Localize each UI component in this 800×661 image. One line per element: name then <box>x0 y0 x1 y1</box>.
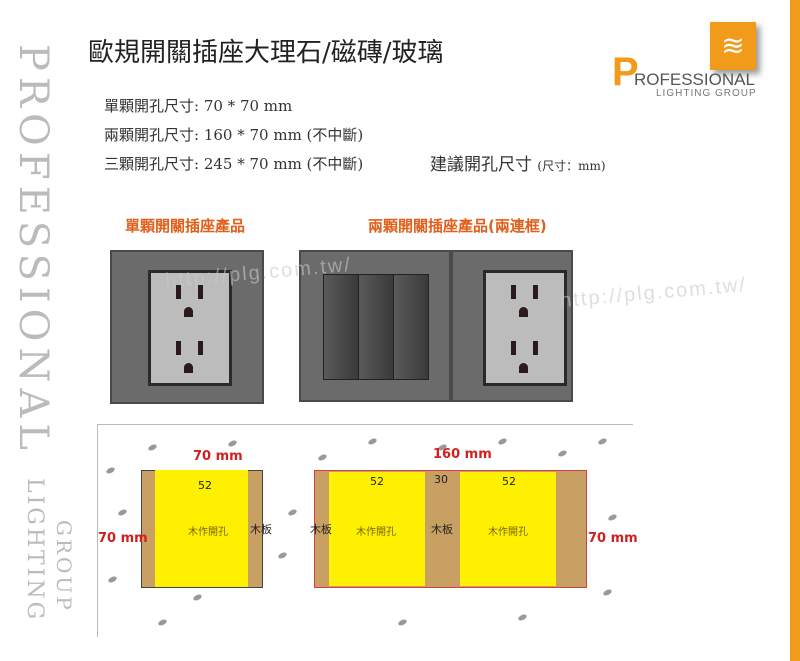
rocker-switch <box>323 274 359 380</box>
double-board-mid-label: 木板 <box>431 523 453 536</box>
spec-triple: 三顆開孔尺寸: 245 * 70 mm (不中斷) <box>104 155 364 173</box>
double-cutout-right <box>460 472 556 586</box>
double-inner-left-label: 52 <box>370 475 384 488</box>
double-board-left-label: 木板 <box>310 523 332 536</box>
logo-text: ROFESSIONAL <box>634 70 755 89</box>
page-title: 歐規開關插座大理石/磁磚/玻璃 <box>88 38 444 68</box>
double-gap-label: 30 <box>434 473 448 486</box>
suggest-unit: (尺寸：mm) <box>537 159 606 173</box>
suggest-heading: 建議開孔尺寸 (尺寸：mm) <box>430 150 606 175</box>
single-socket-plate <box>110 250 264 404</box>
logo-p: P <box>612 50 639 94</box>
double-width-label: 160 mm <box>433 447 492 462</box>
lamp-icon: ≋ <box>710 22 756 70</box>
double-height-label: 70 mm <box>588 531 638 546</box>
double-product-label: 兩顆開關插座產品(兩連框) <box>368 217 547 235</box>
vertical-lighting-text: LIGHTING <box>22 478 47 623</box>
socket-face <box>483 270 567 386</box>
brand-logo: ≋ P ROFESSIONAL LIGHTING GROUP <box>612 22 762 102</box>
suggest-label: 建議開孔尺寸 <box>430 155 532 175</box>
single-cutout <box>155 470 248 587</box>
vertical-group-text: GROUP <box>52 520 76 613</box>
single-inner-label: 52 <box>198 479 212 492</box>
double-inner-right-label: 52 <box>502 475 516 488</box>
logo-subtext: LIGHTING GROUP <box>656 88 757 99</box>
single-hole-label: 木作開孔 <box>188 527 228 538</box>
spec-single: 單顆開孔尺寸: 70 * 70 mm <box>104 97 293 115</box>
rocker-switch <box>358 274 394 380</box>
socket-face <box>148 270 232 386</box>
double-hole-left-label: 木作開孔 <box>356 527 396 538</box>
watermark-url-2: http://plg.com.tw/ <box>559 273 748 313</box>
double-socket-plate <box>451 250 573 402</box>
single-product-label: 單顆開關插座產品 <box>125 217 246 235</box>
single-height-label: 70 mm <box>98 531 148 546</box>
vertical-brand-text: PROFESSIONAL <box>10 44 56 456</box>
rocker-switch <box>393 274 429 380</box>
spec-double: 兩顆開孔尺寸: 160 * 70 mm (不中斷) <box>104 126 364 144</box>
double-hole-right-label: 木作開孔 <box>488 527 528 538</box>
double-cutout-left <box>329 472 425 586</box>
single-width-label: 70 mm <box>193 449 243 464</box>
single-board-label: 木板 <box>250 523 272 536</box>
cutout-diagram: 70 mm 70 mm 52 木作開孔 木板 160 mm 70 mm 52 3… <box>97 424 638 637</box>
switch-plate <box>299 250 451 402</box>
orange-side-bar <box>790 0 800 661</box>
